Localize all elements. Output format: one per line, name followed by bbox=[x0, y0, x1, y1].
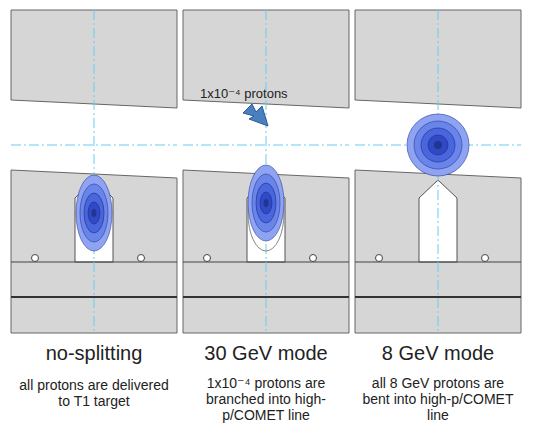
mode-title: 8 GeV mode bbox=[350, 342, 526, 365]
mode-title: 30 GeV mode bbox=[178, 342, 354, 365]
mode-title: no-splitting bbox=[6, 342, 182, 365]
callout-label: 1x10⁻⁴ protons bbox=[200, 87, 288, 102]
mode-description: all protons are delivered to T1 target bbox=[14, 377, 174, 409]
mode-description: 1x10⁻⁴ protons are branched into high-p/… bbox=[186, 375, 346, 423]
mode-description: all 8 GeV protons are bent into high-p/C… bbox=[358, 375, 518, 423]
callout-arrow bbox=[243, 104, 268, 126]
